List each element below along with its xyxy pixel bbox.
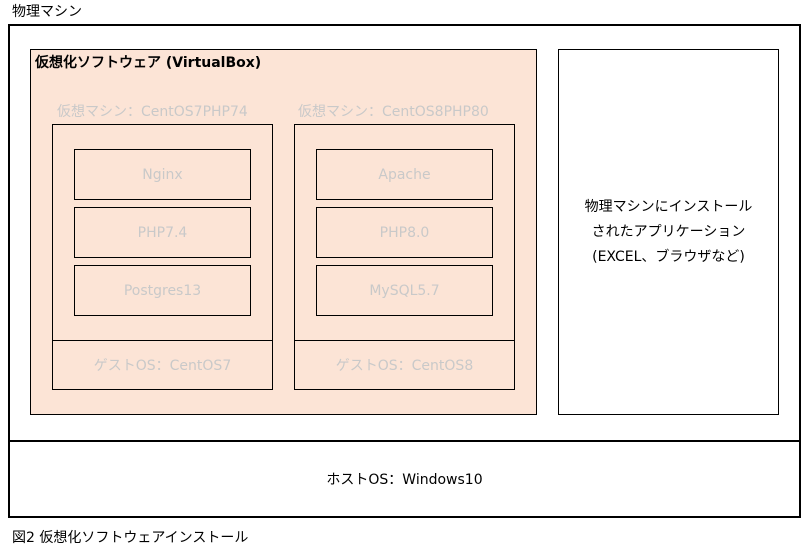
service-box-nginx: Nginx (74, 149, 251, 200)
figure-caption: 図2 仮想化ソフトウェアインストール (12, 530, 249, 546)
apps-line-1: 物理マシンにインストール (584, 198, 753, 215)
service-box-postgres13: Postgres13 (74, 265, 251, 316)
physical-machine-label: 物理マシン (12, 4, 82, 20)
virtualization-software-title: 仮想化ソフトウェア (VirtualBox) (35, 55, 262, 71)
virtualization-software-box (30, 49, 537, 415)
service-box-php80: PHP8.0 (316, 207, 493, 258)
service-box-mysql57: MySQL5.7 (316, 265, 493, 316)
vm-label-centos8: 仮想マシン：CentOS8PHP80 (298, 104, 489, 120)
service-box-apache: Apache (316, 149, 493, 200)
installed-applications-box: 物理マシンにインストール されたアプリケーション (EXCEL、ブラウザなど) (558, 49, 779, 415)
apps-line-3: (EXCEL、ブラウザなど) (592, 248, 745, 265)
host-os-label: ホストOS：Windows10 (326, 472, 483, 488)
apps-line-2: されたアプリケーション (591, 223, 746, 240)
guest-os-box-centos7: ゲストOS：CentOS7 (52, 340, 273, 390)
host-os-box: ホストOS：Windows10 (8, 440, 801, 518)
service-box-php74: PHP7.4 (74, 207, 251, 258)
guest-os-box-centos8: ゲストOS：CentOS8 (294, 340, 515, 390)
vm-label-centos7: 仮想マシン：CentOS7PHP74 (57, 104, 248, 120)
